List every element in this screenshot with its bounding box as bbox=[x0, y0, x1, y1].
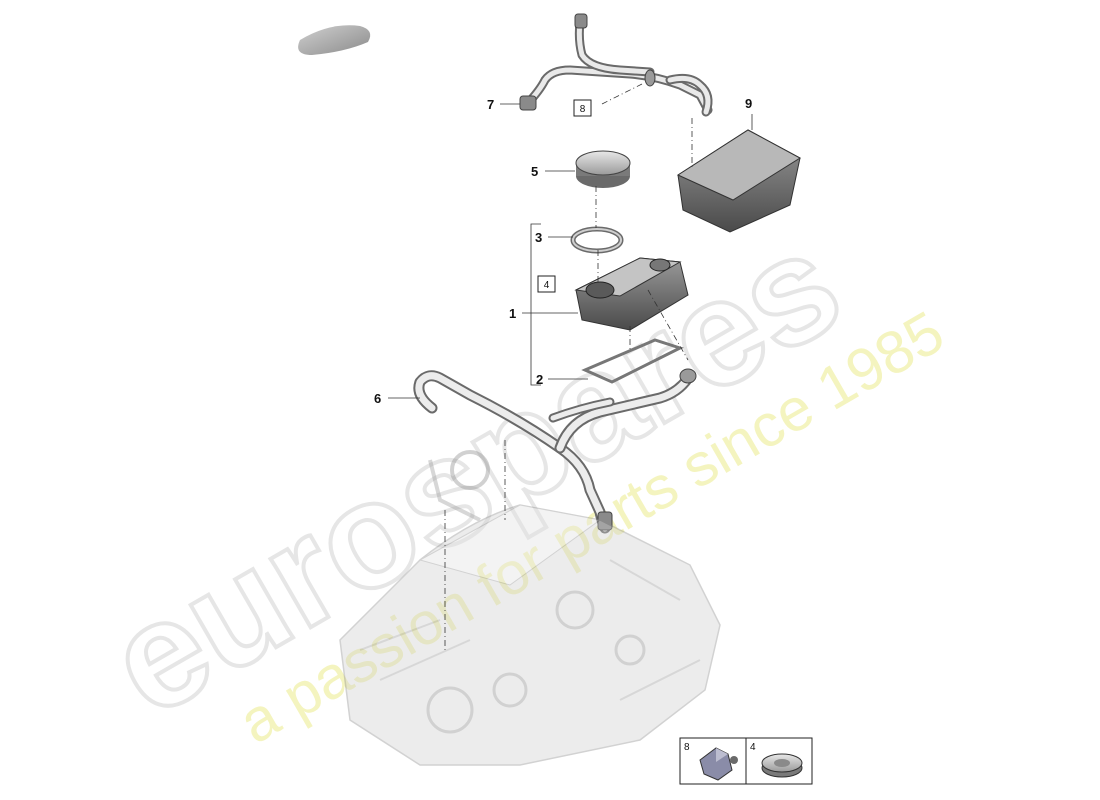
inset-cap-part-icon bbox=[761, 753, 803, 778]
part-3-seal-ring bbox=[570, 226, 624, 254]
boxed-reference-8: 8 bbox=[573, 99, 592, 117]
callout-2: 2 bbox=[536, 372, 543, 387]
callout-5: 5 bbox=[531, 164, 538, 179]
detail-inset: 8 4 bbox=[679, 737, 813, 785]
part-7-vent-line bbox=[519, 13, 713, 117]
part-5-filler-cap bbox=[575, 150, 631, 188]
part-2-gasket bbox=[581, 338, 684, 384]
inset-label-8: 8 bbox=[684, 742, 690, 753]
svg-text:8: 8 bbox=[580, 104, 586, 115]
leader-lines bbox=[388, 103, 753, 399]
inset-clip-part-icon bbox=[699, 747, 738, 781]
callout-1: 1 bbox=[509, 306, 516, 321]
part-1-oil-separator bbox=[574, 257, 689, 331]
callout-3: 3 bbox=[535, 230, 542, 245]
engine-block-background bbox=[339, 450, 721, 766]
callout-labels: 7 9 5 3 1 2 6 bbox=[374, 96, 752, 406]
callout-7: 7 bbox=[487, 97, 494, 112]
svg-text:4: 4 bbox=[544, 280, 550, 291]
callout-9: 9 bbox=[745, 96, 752, 111]
assembly-guide-lines bbox=[444, 83, 693, 650]
part-6-breather-hose bbox=[413, 368, 697, 534]
callout-6: 6 bbox=[374, 391, 381, 406]
grey-cap-part bbox=[298, 25, 371, 55]
boxed-reference-4: 4 bbox=[537, 275, 556, 293]
inset-label-4: 4 bbox=[750, 742, 756, 753]
part-9-cover-block bbox=[676, 129, 801, 233]
